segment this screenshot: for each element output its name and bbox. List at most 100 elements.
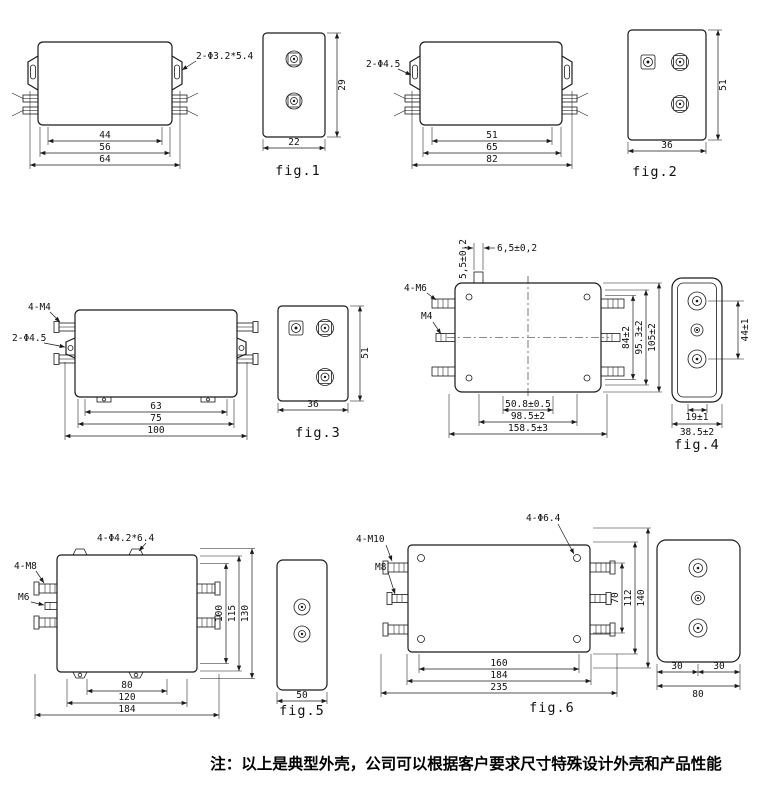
fig1-dim-inner: 44	[99, 130, 111, 141]
fig2-end-view: 36 51	[627, 29, 729, 154]
fig6-dim-inner: 160	[490, 658, 507, 669]
fig5-corner-hole-label: 4-Φ4.2*6.4	[97, 533, 154, 544]
fig4-end-width-dim: 38.5±2	[680, 427, 714, 438]
fig3-mount-hole-left	[67, 345, 74, 351]
fig5-width-dimensions: 80 120 184	[34, 674, 220, 719]
fig6-corner-hole-callout: 4-Φ6.4	[526, 513, 575, 555]
fig3-terminal-label: 4-M4	[28, 302, 51, 313]
fig1-dim-outer: 64	[99, 154, 111, 165]
fig6-terminal-top	[688, 558, 708, 578]
fig6-mid-stud-callout: M8	[375, 562, 396, 595]
fig3-hole-callout: 2-Φ4.5	[12, 333, 66, 349]
fig6-height-dimensions: 70 112 140	[593, 527, 651, 669]
fig4-caption: fig.4	[674, 437, 720, 453]
fig6-stud-callout: 4-M10	[356, 534, 393, 562]
fig2-group: 2-Φ4.5 51 65 82 36 51 fig.2	[366, 29, 729, 180]
fig1-end-width-dim: 22	[288, 137, 299, 148]
fig2-end-height-dim: 51	[718, 79, 729, 91]
fig4-height-inner: 84±2	[621, 326, 632, 349]
fig3-group: 4-M4 2-Φ4.5 63 75 100 36	[12, 302, 371, 441]
fig5-mid-stud-callout: M6	[18, 592, 45, 606]
fig5-mid-stud-label: M6	[18, 592, 30, 603]
fig4-terminal-middle	[690, 323, 704, 337]
fig6-terminal-middle	[691, 591, 705, 605]
fig1-terminal-bottom	[285, 92, 303, 110]
fig3-mount-hole-right	[238, 345, 245, 351]
fig3-side-view	[53, 309, 259, 403]
fig4-height-mid: 95.3±2	[634, 320, 645, 354]
fig2-hole-label: 2-Φ4.5	[366, 59, 400, 70]
fig6-end-view: 30 30 80	[656, 539, 741, 700]
fig6-caption: fig.6	[529, 700, 575, 716]
fig2-mount-slot-right	[564, 64, 570, 80]
fig4-top-height-dim: 5,5±0,2	[458, 239, 469, 279]
fig4-height-outer: 105±2	[647, 323, 658, 352]
fig3-width-dimensions: 63 75 100	[64, 362, 248, 440]
fig1-end-height-dim: 29	[337, 79, 348, 91]
fig5-caption: fig.5	[279, 703, 325, 719]
fig3-terminal-top	[316, 319, 334, 337]
fig2-width-dimensions: 51 65 82	[411, 91, 573, 169]
fig5-group: 4-Φ4.2*6.4 4-M8 M6 80 120 184 100 115 13…	[14, 533, 328, 719]
fig2-end-width-dim: 36	[661, 140, 673, 151]
fig6-mid-stud-label: M8	[375, 562, 387, 573]
fig1-width-dimensions: 44 56 64	[29, 91, 181, 169]
fig5-height-mid: 115	[227, 605, 238, 622]
fig1-end-view: 22 29	[262, 32, 348, 151]
fig6-corner-hole-label: 4-Φ6.4	[526, 513, 561, 524]
fig4-stud-label: 4-M6	[404, 283, 427, 294]
fig6-dim-outer: 235	[490, 682, 507, 693]
fig2-caption: fig.2	[632, 164, 678, 180]
fig6-end-half-right-dim: 30	[713, 661, 725, 672]
fig3-caption: fig.3	[295, 425, 341, 441]
fig2-terminal-bottom	[671, 95, 689, 113]
fig6-height-inner: 70	[610, 592, 621, 604]
fig4-end-inner-width-dim: 19±1	[686, 412, 709, 423]
fig3-hole-label: 2-Φ4.5	[12, 333, 46, 344]
fig5-height-outer: 130	[240, 605, 251, 622]
fig4-terminal-top	[687, 291, 707, 311]
fig4-top-view	[431, 271, 625, 399]
fig4-end-view: 44±1 19±1 38.5±2	[671, 277, 751, 438]
fig1-hole-label: 2-Φ3.2*5.4	[196, 51, 253, 62]
fig1-side-view	[11, 41, 199, 126]
fig5-stud-callout: 4-M8	[14, 561, 45, 584]
fig6-height-mid: 112	[623, 589, 634, 606]
fig6-end-half-left-dim: 30	[671, 661, 683, 672]
fig5-stud-label: 4-M8	[14, 561, 37, 572]
fig3-end-width-dim: 36	[307, 399, 319, 410]
fig6-stud-label: 4-M10	[356, 534, 385, 545]
fig2-dim-mid: 65	[486, 142, 497, 153]
fig1-mount-slot-right	[174, 64, 180, 80]
fig3-ground-terminal	[288, 320, 304, 336]
fig5-height-dimensions: 100 115 130	[200, 548, 255, 679]
fig5-end-view: 50	[276, 559, 328, 704]
fig4-stud-callout: 4-M6	[404, 283, 437, 301]
fig3-dim-mid: 75	[150, 413, 161, 424]
fig6-terminal-bottom	[688, 618, 708, 638]
fig6-front-view	[382, 544, 616, 653]
fig5-mid-stud	[44, 602, 58, 610]
fig5-dim-inner: 80	[121, 680, 133, 691]
fig5-height-inner: 100	[214, 605, 225, 622]
fig4-dim-body: 98.5±2	[511, 411, 545, 422]
fig4-height-dimensions: 84±2 95.3±2 105±2	[603, 282, 662, 393]
fig2-dim-outer: 82	[486, 154, 497, 165]
fig2-terminal-top	[671, 53, 689, 71]
fig2-hole-callout: 2-Φ4.5	[366, 59, 412, 76]
fig2-mount-slot-left	[412, 64, 418, 80]
fig4-top-dimensions: 6,5±0,2 5,5±0,2	[458, 239, 537, 279]
fig6-height-outer: 140	[636, 589, 647, 606]
fig2-ground-terminal	[640, 54, 656, 70]
fig4-mid-stud-callout: M4	[421, 311, 442, 335]
fig5-dim-outer: 184	[118, 704, 135, 715]
fig1-hole-callout: 2-Φ3.2*5.4	[181, 51, 253, 71]
fig3-terminal-bottom	[316, 368, 334, 386]
fig4-top-stud	[473, 271, 484, 284]
fig3-terminal-callout: 4-M4	[28, 302, 61, 323]
fig5-dim-mid: 120	[118, 692, 135, 703]
fig6-dim-mid: 184	[490, 670, 507, 681]
fig2-side-view	[393, 41, 589, 126]
